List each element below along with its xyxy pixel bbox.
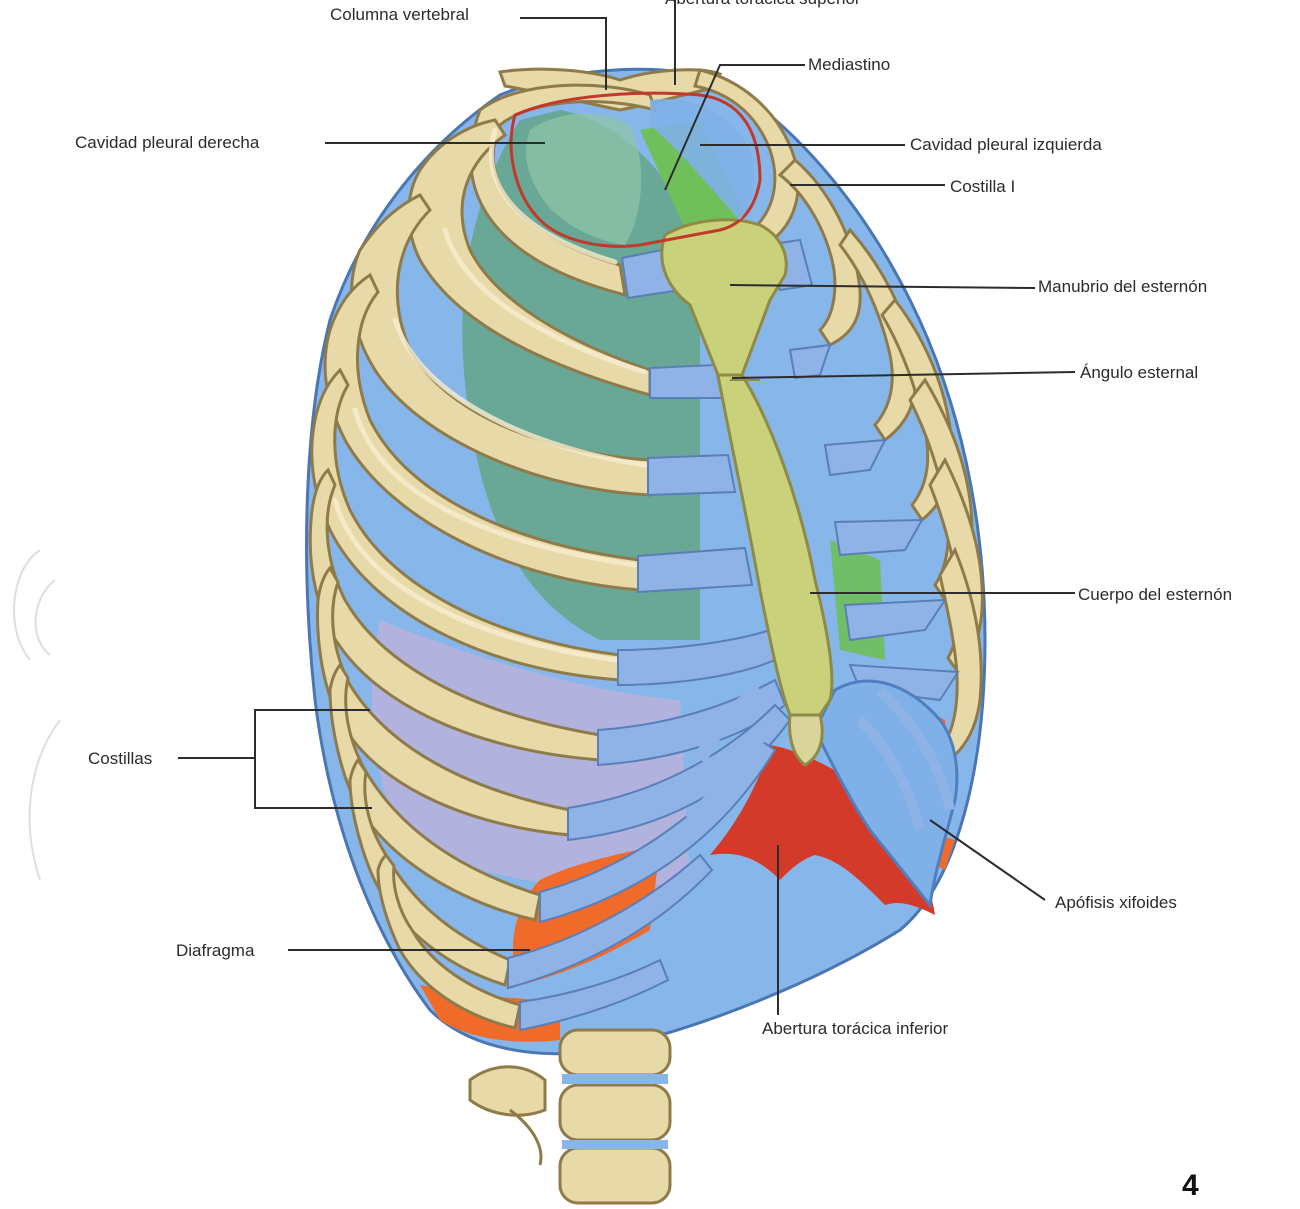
right-pleural-dome (526, 113, 642, 245)
scan-artifacts (13, 549, 61, 881)
diaphragm-muscle (710, 745, 935, 915)
manubrium-shape (660, 218, 788, 377)
label-left-pleural-cavity: Cavidad pleural izquierda (910, 135, 1102, 154)
label-vertebral-column: Columna vertebral (330, 5, 469, 24)
costal-margin-left (685, 679, 959, 909)
label-inferior-aperture: Abertura torácica inferior (762, 1019, 948, 1038)
left-pleural-dome (650, 99, 754, 220)
superior-aperture-outline (509, 91, 762, 248)
thorax-illustration (305, 67, 987, 1205)
mediastinum-region (640, 120, 745, 240)
sternum (660, 218, 834, 767)
xiphoid-shape (788, 713, 824, 767)
vertebral-column-lower (468, 1028, 672, 1205)
costal-cartilages (507, 246, 792, 1032)
page-number: 4 (1182, 1169, 1199, 1202)
label-xiphoid: Apófisis xifoides (1055, 893, 1177, 912)
label-ribs: Costillas (88, 749, 152, 768)
labels: Abertura torácica superior Columna verte… (75, 0, 1232, 1202)
label-superior-aperture: Abertura torácica superior (665, 0, 861, 8)
label-sternal-angle: Ángulo esternal (1080, 363, 1198, 382)
label-manubrium: Manubrio del esternón (1038, 277, 1207, 296)
label-sternum-body: Cuerpo del esternón (1078, 585, 1232, 604)
label-mediastinum: Mediastino (808, 55, 890, 74)
label-diaphragm: Diafragma (176, 941, 255, 960)
sternum-body-shape (716, 373, 834, 717)
label-right-pleural-cavity: Cavidad pleural derecha (75, 133, 260, 152)
label-rib-one: Costilla I (950, 177, 1015, 196)
ribs-right (308, 83, 658, 1030)
leader-lines (178, 0, 1076, 1015)
